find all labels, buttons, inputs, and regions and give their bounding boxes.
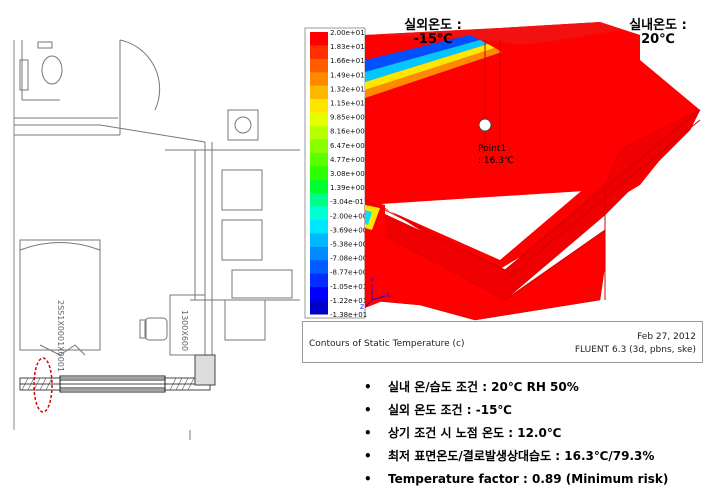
outdoor-temp-label: 실외온도 : [404,18,462,33]
colorbar-swatch [310,32,328,46]
colorbar-tick-label: -8.77e+00 [330,269,367,277]
axis-y-label: Y [369,277,374,284]
colorbar-labels: 2.00e+01 1.83e+01 1.66e+01 1.49e+01 1.32e+01… [330,29,367,319]
colorbar-tick-label: -7.08e+00 [330,255,367,263]
point1-marker [478,118,492,132]
colorbar-tick-label: 4.77e+00 [330,156,365,164]
colorbar-tick-label: -1.22e+01 [330,297,367,305]
bullet-icon: • [364,449,372,463]
colorbar-swatch [310,287,328,302]
list-item: •상기 조건 시 노점 온도 : 12.0℃ [364,426,562,440]
top-edge-hot [365,48,502,98]
colorbar-swatch [310,206,328,221]
list-item: •Temperature factor : 0.89 (Minimum risk… [364,472,669,486]
plot-caption: Contours of Static Temperature (c) Feb 2… [302,321,703,363]
point1-value: : 16.3℃ [478,156,514,166]
colorbar-swatch [310,139,328,154]
colorbar-swatch [310,193,328,208]
colorbar-swatch [310,85,328,100]
colorbar-swatch [310,246,328,261]
colorbar-swatch [310,45,328,60]
caption-title: Contours of Static Temperature (c) [309,339,465,349]
colorbar-tick-label: 1.66e+01 [330,57,365,65]
colorbar-tick-label: -5.38e+00 [330,241,367,249]
colorbar-tick-label: 1.83e+01 [330,43,365,51]
colorbar-tick-label: 1.49e+01 [330,71,365,79]
colorbar-swatch [310,152,328,167]
top-edge-cold [365,35,480,72]
colorbar [310,32,328,315]
bed-dimension: 2SS1X0001X0001 [56,300,65,372]
bullet-icon: • [364,426,372,440]
colorbar-swatch [310,233,328,248]
floor-slab [365,60,700,275]
colorbar-swatch [310,166,328,181]
list-item: •실내 온/습도 조건 : 20℃ RH 50% [364,380,579,394]
list-item: •실외 온도 조건 : -15℃ [364,403,512,417]
point1-label: Point1 [478,144,506,154]
colorbar-tick-label: 6.47e+00 [330,142,365,150]
colorbar-tick-label: -1.38e+01 [330,311,367,319]
axis-z-label: Z [360,304,364,311]
wall-top [365,22,640,45]
colorbar-tick-label: 9.85e+00 [330,114,365,122]
top-edge-mid [365,40,488,82]
axis-indicator [365,284,386,307]
condition-list: •실내 온/습도 조건 : 20℃ RH 50% •실외 온도 조건 : -15… [364,379,668,494]
colorbar-swatch [310,260,328,275]
top-edge-warm [365,44,495,90]
indoor-temp-label: 실내온도 : [629,18,687,33]
colorbar-tick-label: 1.39e+00 [330,184,365,192]
bullet-icon: • [364,472,372,486]
bullet-icon: • [364,403,372,417]
colorbar-tick-label: 2.00e+01 [330,29,365,37]
colorbar-swatch [310,112,328,127]
indoor-temp-value: 20℃ [641,32,675,47]
colorbar-tick-label: -3.04e-01 [330,198,364,206]
colorbar-swatch [310,179,328,194]
colorbar-tick-label: 3.08e+00 [330,170,365,178]
colorbar-swatch [310,300,328,315]
colorbar-swatch [310,220,328,234]
outdoor-temp-value: -15℃ [413,32,453,47]
colorbar-swatch [310,273,328,288]
colorbar-swatch [310,126,328,140]
colorbar-swatch [310,72,328,87]
bullet-icon: • [364,380,372,394]
floor-plan: 2SS1X0001X0001 1300X600 [13,39,300,440]
colorbar-tick-label: 1.32e+01 [330,85,365,93]
axis-x-label: X [386,292,390,299]
desk-dimension: 1300X600 [180,310,189,351]
colorbar-tick-label: -2.00e+00 [330,212,367,220]
left-edge-cyan [365,210,372,225]
caption-software: FLUENT 6.3 (3d, pbns, ske) [574,345,696,355]
list-item: •최저 표면온도/결로발생상대습도 : 16.3℃/79.3% [364,449,655,463]
colorbar-swatch [310,99,328,114]
colorbar-tick-label: 8.16e+00 [330,128,365,136]
colorbar-tick-label: 1.15e+01 [330,100,365,108]
focus-ellipse [33,357,53,413]
colorbar-tick-label: -1.05e+01 [330,283,367,291]
caption-date: Feb 27, 2012 [637,332,696,342]
colorbar-swatch [310,58,328,73]
colorbar-tick-label: -3.69e+00 [330,226,367,234]
